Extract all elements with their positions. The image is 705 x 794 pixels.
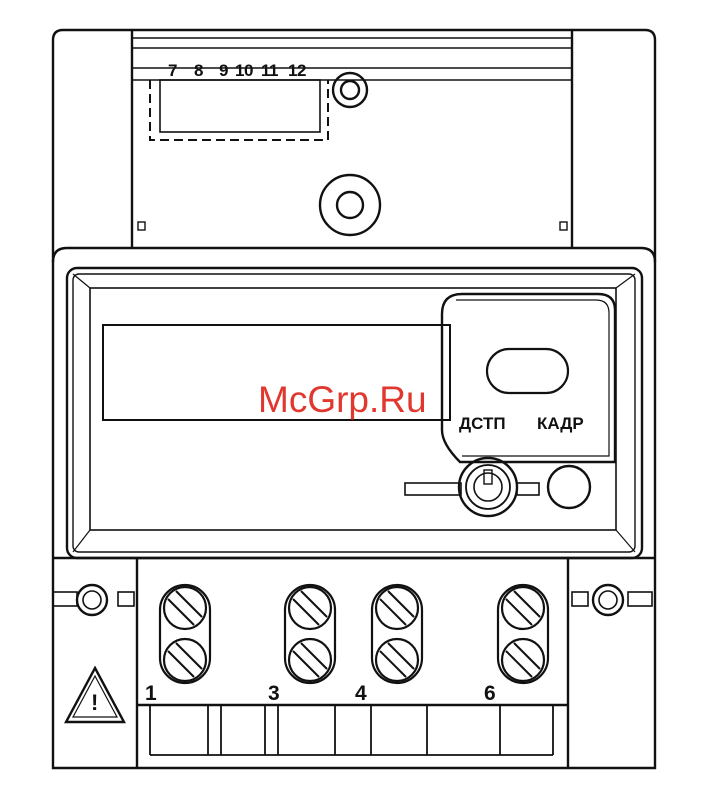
screw-slot (168, 599, 194, 625)
right-mounting-lug (572, 585, 652, 615)
terminal-screw-icon (164, 639, 206, 681)
top-pin-label: 11 (261, 62, 278, 79)
screw-slot (388, 591, 414, 617)
terminal-block (53, 558, 655, 768)
screw-slot (293, 599, 319, 625)
left-mounting-lug (53, 585, 134, 615)
aux-connector-window (150, 80, 328, 140)
button-module (442, 294, 615, 462)
terminal-screw-icon (289, 639, 331, 681)
button-label-kadr: КАДР (537, 415, 584, 432)
terminal-screw-icon (376, 587, 418, 629)
seal-screw-small (333, 73, 367, 107)
screw-slot (380, 651, 406, 677)
screw-slot (293, 651, 319, 677)
terminal-label: 3 (268, 683, 280, 704)
screw-slot (514, 591, 540, 617)
screw-slot (301, 643, 327, 669)
seal-screw-large (320, 175, 380, 235)
terminal-label: 6 (484, 683, 496, 704)
terminal-screw-icon (289, 587, 331, 629)
screw-slot (506, 651, 532, 677)
screw-slot (514, 643, 540, 669)
screw-slot (168, 651, 194, 677)
screw-slot (380, 599, 406, 625)
terminal-label: 4 (355, 683, 367, 704)
frame-button (548, 466, 590, 508)
terminal-screw-icon (502, 639, 544, 681)
top-pin-label: 9 (219, 62, 228, 79)
screw-slot (176, 591, 202, 617)
warning-symbol: ! (91, 692, 98, 714)
optical-port (487, 349, 568, 393)
button-label-dstp: ДСТП (459, 415, 506, 432)
screw-slot (301, 591, 327, 617)
top-pin-label: 7 (168, 62, 177, 79)
access-lock (405, 458, 539, 516)
terminal-label: 1 (145, 683, 157, 704)
top-pin-label: 12 (288, 62, 306, 79)
terminal-screw-icon (164, 587, 206, 629)
top-pin-label: 10 (235, 62, 253, 79)
screw-slot (388, 643, 414, 669)
top-pin-label: 8 (194, 62, 203, 79)
screw-slot (176, 643, 202, 669)
terminal-screw-icon (376, 639, 418, 681)
terminal-screw-icon (502, 587, 544, 629)
screw-slot (506, 599, 532, 625)
watermark: McGrp.Ru (258, 381, 427, 418)
top-cover (53, 30, 655, 262)
